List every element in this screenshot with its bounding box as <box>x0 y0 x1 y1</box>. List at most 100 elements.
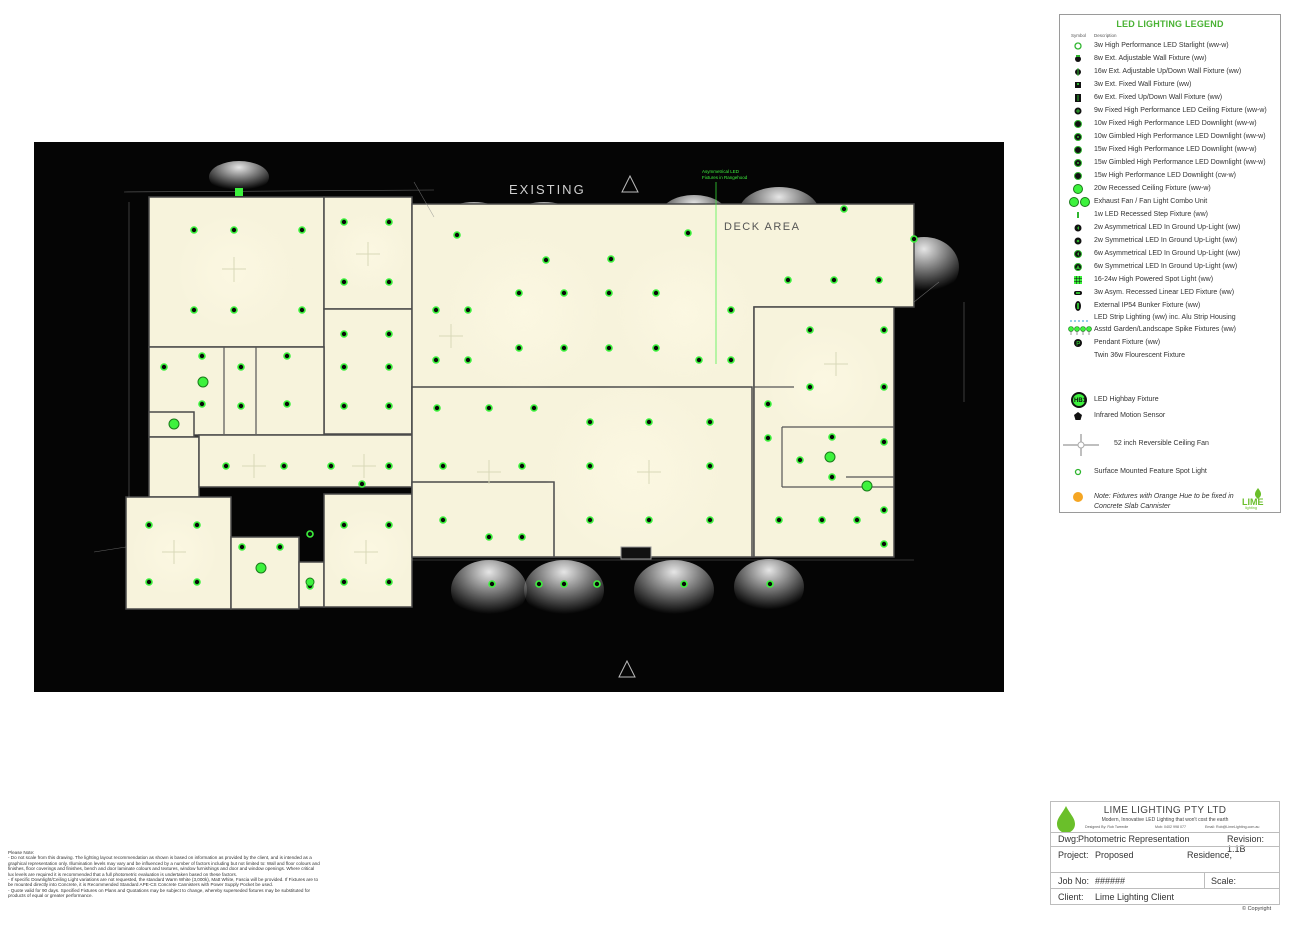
downlight-icon <box>1074 146 1082 154</box>
legend-col-description: Description <box>1094 33 1117 38</box>
spot-light-grid-icon <box>235 188 243 196</box>
legend-item: HB1 LED Highbay Fixture <box>1060 392 1280 408</box>
pendant-icon: P <box>1074 339 1082 347</box>
legend-item: Twin 36w Flourescent Fixture <box>1060 350 1280 362</box>
spike-fixture-icon <box>1068 326 1092 335</box>
legend-item: 10w Gimbled High Performance LED Downlig… <box>1060 131 1280 143</box>
fixed-wall-fixture-icon <box>1075 82 1081 88</box>
room <box>323 308 413 435</box>
legend-item: Asstd Garden/Landscape Spike Fixtures (w… <box>1060 324 1280 336</box>
copyright: © Copyright <box>1242 906 1272 912</box>
legend-title: LED LIGHTING LEGEND <box>1116 19 1224 29</box>
existing-label: EXISTING <box>509 182 586 197</box>
legend-col-symbol: Symbol <box>1071 33 1087 38</box>
job-value: ###### <box>1095 876 1126 886</box>
legend-item: 6w Asymmetrical LED In Ground Up-Light (… <box>1060 248 1280 260</box>
strip-lighting-icon <box>1070 320 1090 322</box>
legend-item: 16-24w High Powered Spot Light (ww) <box>1060 274 1280 286</box>
exhaust-fan-icon <box>168 418 873 587</box>
exterior-light-glow <box>524 560 604 620</box>
asymmetrical-uplight-icon <box>1074 250 1082 258</box>
exhaust-fan-icon <box>1069 197 1090 207</box>
floor-plan-drawing: EXISTING DECK AREA Asymmetrical LED Fixt… <box>93 161 965 678</box>
downlight-icon <box>1074 172 1082 180</box>
recessed-ceiling-fixture-icon <box>197 376 836 574</box>
ceiling-fan-icon <box>1063 434 1099 456</box>
highbay-icon: HB1 <box>1071 392 1087 408</box>
starlight-icon <box>1074 42 1082 50</box>
linear-led-icon <box>1074 291 1082 295</box>
legend-item: 6w Symmetrical LED In Ground Up-Light (w… <box>1060 261 1280 273</box>
lime-leaf-icon <box>1254 488 1262 499</box>
legend-item: 3w High Performance LED Starlight (ww-w) <box>1060 40 1280 52</box>
step-fixture-icon <box>1077 212 1079 218</box>
lime-logo: LIME lighting <box>1240 487 1276 511</box>
legend-item: 15w Gimbled High Performance LED Downlig… <box>1060 157 1280 169</box>
room <box>411 481 555 558</box>
exterior-light-glow <box>634 560 714 620</box>
legend-item: External IP54 Bunker Fixture (ww) <box>1060 300 1280 312</box>
project-value-2: Residence, <box>1187 850 1233 860</box>
company-name: LIME LIGHTING PTY LTD <box>1103 805 1227 816</box>
revision: Revision: 1.1B <box>1227 834 1265 854</box>
room <box>198 434 415 488</box>
deck-area-label: DECK AREA <box>724 221 800 233</box>
dwg-value: Photometric Representation <box>1078 834 1190 844</box>
project-value: Proposed <box>1095 850 1134 860</box>
legend-item: 1w LED Recessed Step Fixture (ww) <box>1060 209 1280 221</box>
exterior-light-glow <box>451 560 527 620</box>
section-marker-icon <box>618 174 639 678</box>
company-tagline: Modern, Innovative LED Lighting that won… <box>1101 817 1229 823</box>
legend-item: 20w Recessed Ceiling Fixture (ww-w) <box>1060 183 1280 195</box>
notes-line: - If specific Downlight/Ceiling Light va… <box>8 877 319 888</box>
legend-item: 2w Asymmetrical LED In Ground Up-Light (… <box>1060 222 1280 234</box>
asymmetrical-uplight-icon <box>1074 224 1082 232</box>
lime-logo-text: LIME <box>1242 497 1264 507</box>
mobile-number: Mob: 0402 998 077 <box>1155 825 1186 829</box>
tb-row-project: Project: Proposed Residence, <box>1051 846 1279 872</box>
legend-item: Infrared Motion Sensor <box>1060 410 1280 422</box>
legend-item: 2w Symmetrical LED In Ground Up-Light (w… <box>1060 235 1280 247</box>
gimbled-downlight-icon <box>1074 159 1082 167</box>
legend-item: 52 inch Reversible Ceiling Fan <box>1060 433 1280 457</box>
legend-item: Exhaust Fan / Fan Light Combo Unit <box>1060 196 1280 208</box>
rangehood-note: Asymmetrical LED <box>702 169 740 174</box>
ceiling-fixture-icon <box>1074 107 1082 115</box>
legend-item: 3w Ext. Fixed Wall Fixture (ww) <box>1060 79 1280 91</box>
lighting-legend: LED LIGHTING LEGEND Symbol Description 3… <box>1059 14 1281 513</box>
job-label: Job No: <box>1058 876 1090 886</box>
legend-item: 15w Fixed High Performance LED Downlight… <box>1060 144 1280 156</box>
legend-item: 15w High Performance LED Downlight (cw-w… <box>1060 170 1280 182</box>
legend-item: 9w Fixed High Performance LED Ceiling Fi… <box>1060 105 1280 117</box>
project-label: Project: <box>1058 850 1089 860</box>
symmetrical-uplight-icon <box>1074 263 1082 271</box>
bunker-fixture-icon <box>1075 301 1081 311</box>
title-block: LIME LIGHTING PTY LTD Modern, Innovative… <box>1050 801 1280 905</box>
downlight-group <box>145 205 918 590</box>
highbay-badge: HB1 <box>1074 398 1087 404</box>
legend-item: P Pendant Fixture (ww) <box>1060 337 1280 349</box>
scale-label: Scale: <box>1211 876 1237 886</box>
flourescent-icon <box>1068 350 1092 362</box>
client-label: Client: <box>1058 892 1084 902</box>
gimbled-downlight-icon <box>1074 133 1082 141</box>
fixed-up-down-wall-fixture-icon <box>1075 94 1081 102</box>
recessed-ceiling-fixture-icon <box>1073 184 1083 194</box>
feature-spot-icon <box>1074 468 1082 476</box>
disclaimer-notes: Please Note: - Do not scale from this dr… <box>8 850 320 899</box>
symmetrical-uplight-icon <box>1074 237 1082 245</box>
svg-text:P: P <box>1076 341 1080 347</box>
designed-by: Designed By: Rob Tweedie <box>1085 825 1129 829</box>
legend-item: 6w Ext. Fixed Up/Down Wall Fixture (ww) <box>1060 92 1280 104</box>
spot-light-grid-icon <box>1074 276 1082 284</box>
exterior-light-glow <box>209 161 269 193</box>
lime-drop-icon <box>1057 806 1075 833</box>
lime-logo-subtext: lighting <box>1245 506 1258 510</box>
motion-sensor-icon <box>1074 412 1082 420</box>
adjustable-wall-fixture-icon <box>1075 55 1081 62</box>
email-address: Email: Rob@LimeLighting.com.au <box>1205 825 1260 829</box>
downlight-icon <box>1074 120 1082 128</box>
tb-row-dwg: Dwg: Photometric Representation Revision… <box>1051 832 1279 854</box>
floor-plan: EXISTING DECK AREA Asymmetrical LED Fixt… <box>34 142 1004 692</box>
legend-item: 3w Asym. Recessed Linear LED Fixture (ww… <box>1060 287 1280 299</box>
